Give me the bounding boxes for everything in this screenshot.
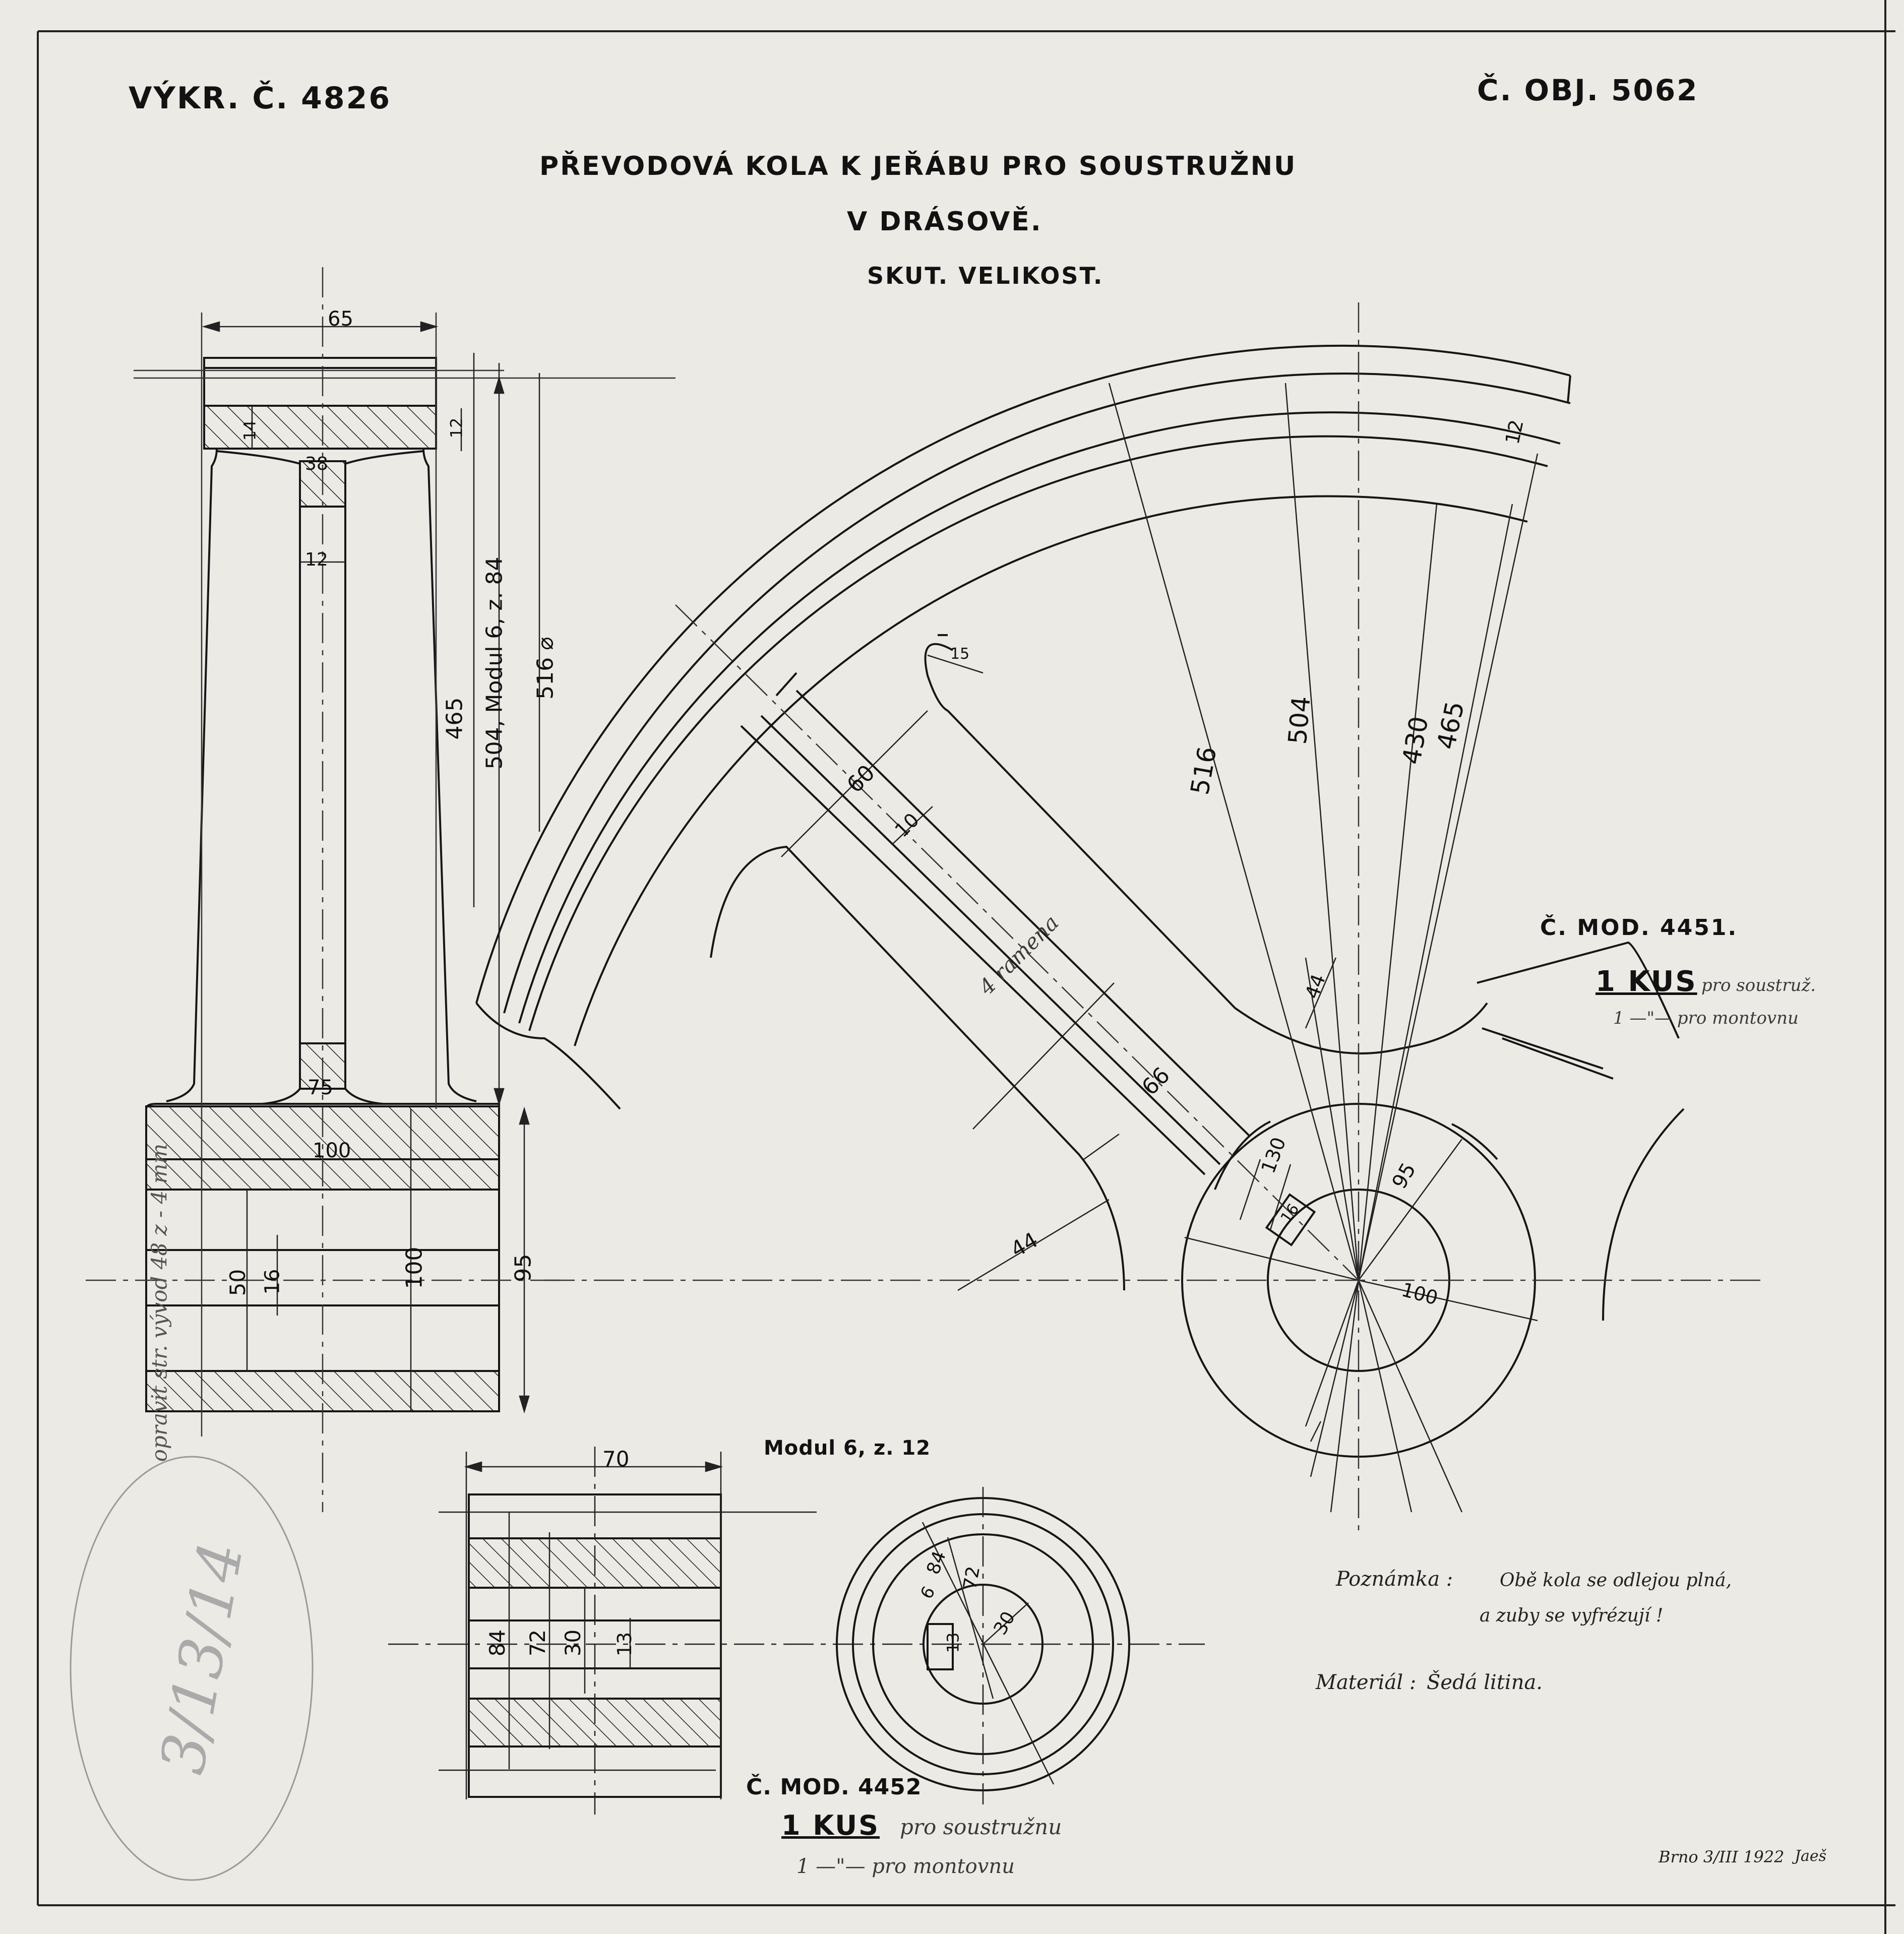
gear-quantity-note: pro soustruž. bbox=[1701, 975, 1816, 995]
dim-front-504: 504 bbox=[1282, 695, 1316, 746]
pinion-circle-13: 13 bbox=[943, 1632, 963, 1653]
dim-hub-75: 75 bbox=[308, 1076, 333, 1099]
dim-arm-12: 12 bbox=[305, 549, 328, 570]
pinion-model-number: Č. MOD. 4452 bbox=[746, 1774, 922, 1800]
section-centerlines bbox=[86, 267, 675, 1512]
dim-bore-100: 100 bbox=[401, 1246, 427, 1289]
pencil-side-note: opravit str. vývod 48 z - 4 mm bbox=[147, 1143, 172, 1462]
scale-note: SKUT. VELIKOST. bbox=[867, 262, 1104, 289]
note-line-1: Obě kola se odlejou plná, bbox=[1500, 1570, 1732, 1591]
title-line-1: PŘEVODOVÁ KOLA K JEŘÁBU PRO SOUSTRUŽNU bbox=[539, 151, 1297, 181]
material-value: Šedá litina. bbox=[1427, 1671, 1543, 1694]
dim-516-dia: 516 ⌀ bbox=[532, 637, 559, 700]
dim-hub-95: 95 bbox=[510, 1254, 536, 1282]
pinion-dim-84: 84 bbox=[485, 1629, 510, 1657]
drawing-number: VÝKR. Č. 4826 bbox=[129, 81, 392, 116]
signature-date: Brno 3/III 1922 bbox=[1659, 1847, 1785, 1866]
pinion-quantity: 1 KUS bbox=[781, 1810, 880, 1841]
signature-initials: Jaeš bbox=[1795, 1847, 1827, 1865]
pinion-module: Modul 6, z. 12 bbox=[764, 1437, 931, 1460]
front-centerlines bbox=[544, 302, 1764, 1537]
pinion-dim-13: 13 bbox=[613, 1632, 636, 1657]
pinion-circle-72: 72 bbox=[959, 1565, 985, 1591]
pinion-quantity-2: 1 —"— pro montovnu bbox=[796, 1855, 1015, 1878]
material-label: Materiál : bbox=[1316, 1671, 1417, 1694]
dim-radius-15: 15 bbox=[950, 645, 970, 663]
pinion-quantity-note: pro soustružnu bbox=[900, 1815, 1062, 1839]
pinion-section-dims bbox=[388, 1447, 1205, 1815]
gear-model-number: Č. MOD. 4451. bbox=[1540, 915, 1738, 941]
gear-quantity: 1 KUS bbox=[1595, 965, 1697, 998]
dim-web-38: 38 bbox=[305, 454, 328, 474]
pinion-front-dims bbox=[922, 1487, 1055, 1804]
dim-rim-14: 14 bbox=[240, 420, 260, 441]
sheet-border bbox=[37, 0, 1895, 1934]
front-dim-lines bbox=[781, 654, 1337, 1442]
dim-width-65: 65 bbox=[328, 307, 353, 331]
front-radial-lines bbox=[1108, 383, 1539, 1513]
pinion-dim-30: 30 bbox=[561, 1629, 586, 1657]
order-number: Č. OBJ. 5062 bbox=[1477, 73, 1699, 107]
dim-hub-100: 100 bbox=[313, 1139, 351, 1162]
dim-key-16: 16 bbox=[261, 1269, 284, 1295]
dim-key-50: 50 bbox=[225, 1269, 251, 1296]
gear-quantity-2: 1 —"— pro montovnu bbox=[1613, 1008, 1799, 1028]
section-dim-lines bbox=[202, 321, 540, 1414]
stamp-oval bbox=[70, 1456, 314, 1881]
dim-465: 465 bbox=[442, 697, 468, 740]
pinion-dim-70: 70 bbox=[602, 1447, 630, 1471]
dim-rim-depth-12: 12 bbox=[447, 417, 466, 439]
note-line-2: a zuby se vyfrézují ! bbox=[1480, 1605, 1664, 1626]
dim-504-module: 504, Modul 6, z. 84 bbox=[481, 556, 508, 770]
note-label: Poznámka : bbox=[1336, 1568, 1453, 1591]
title-line-2: V DRÁSOVĚ. bbox=[847, 207, 1042, 237]
pinion-dim-72: 72 bbox=[525, 1629, 550, 1657]
front-view bbox=[475, 344, 1685, 1458]
